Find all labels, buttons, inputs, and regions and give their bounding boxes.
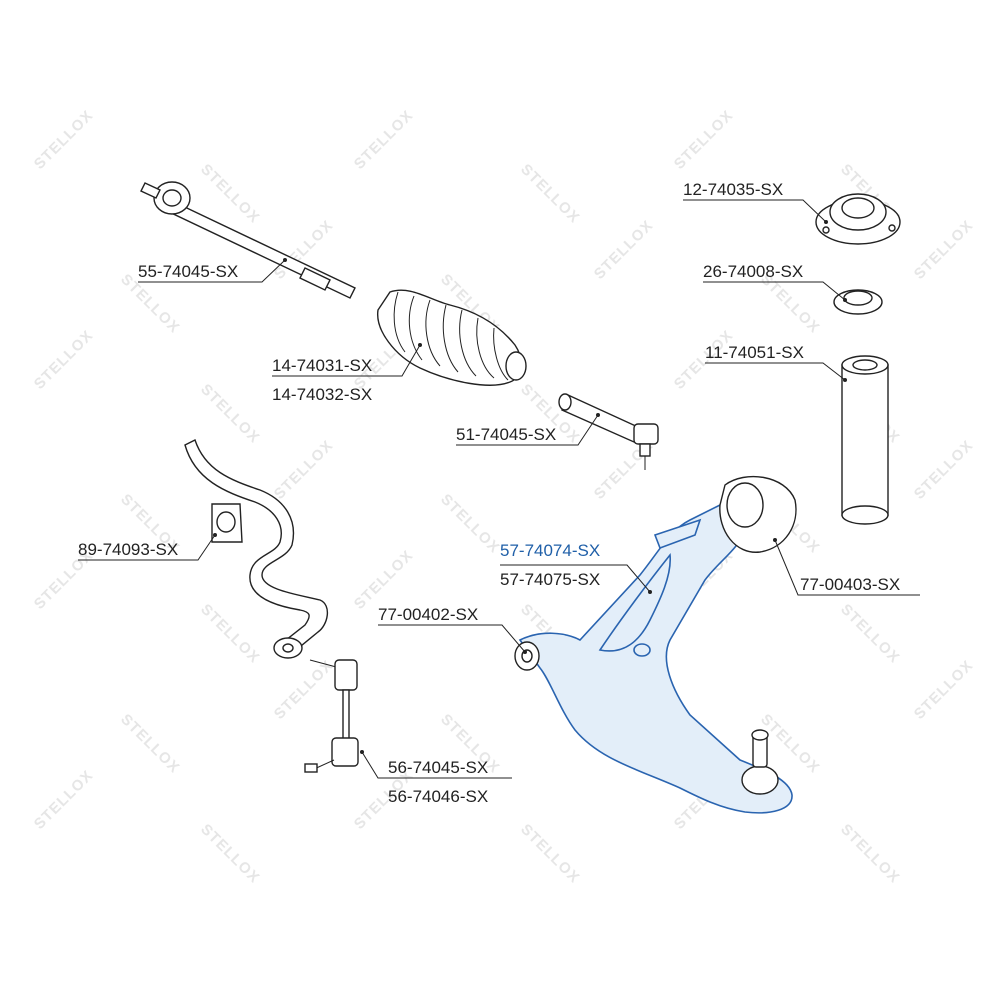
label-stab-bushing[interactable]: 89-74093-SX bbox=[78, 540, 178, 559]
watermark-text: STELLOX bbox=[31, 767, 97, 833]
label-arm-bushing-rear[interactable]: 77-00403-SX bbox=[800, 575, 900, 594]
bearing-drawing bbox=[833, 289, 883, 315]
watermark-text: STELLOX bbox=[117, 711, 183, 777]
watermark-text: STELLOX bbox=[591, 217, 657, 283]
stab-link-drawing bbox=[304, 659, 359, 773]
watermark-text: STELLOX bbox=[351, 107, 417, 173]
watermark-text: STELLOX bbox=[911, 217, 977, 283]
watermark-text: STELLOX bbox=[31, 327, 97, 393]
label-control-arm-b[interactable]: 57-74075-SX bbox=[500, 570, 600, 589]
label-boot-a[interactable]: 14-74031-SX bbox=[272, 356, 372, 375]
watermark-text: STELLOX bbox=[197, 821, 263, 887]
label-stab-link-a[interactable]: 56-74045-SX bbox=[388, 758, 488, 777]
tie-rod-end-drawing bbox=[558, 393, 659, 470]
label-boot-b[interactable]: 14-74032-SX bbox=[272, 385, 372, 404]
watermark-text: STELLOX bbox=[197, 161, 263, 227]
label-control-arm-a[interactable]: 57-74074-SX bbox=[500, 541, 600, 560]
watermark-text: STELLOX bbox=[31, 107, 97, 173]
watermark-text: STELLOX bbox=[271, 437, 337, 503]
control-arm-drawing bbox=[514, 475, 797, 814]
tie-rod-drawing bbox=[140, 181, 356, 299]
label-strut-mount[interactable]: 12-74035-SX bbox=[683, 180, 783, 199]
leader-lines bbox=[78, 199, 920, 779]
watermark-text: STELLOX bbox=[271, 657, 337, 723]
label-arm-bushing-front[interactable]: 77-00402-SX bbox=[378, 605, 478, 624]
watermark-text: STELLOX bbox=[837, 601, 903, 667]
part-labels: 55-74045-SX 14-74031-SX 14-74032-SX 51-7… bbox=[78, 180, 900, 806]
stabilizer-bar-drawing bbox=[184, 439, 328, 659]
watermark-text: STELLOX bbox=[437, 491, 503, 557]
label-dust-boot[interactable]: 11-74051-SX bbox=[705, 343, 804, 362]
dust-boot-drawing bbox=[841, 355, 889, 525]
label-bearing[interactable]: 26-74008-SX bbox=[703, 262, 803, 281]
watermark-text: STELLOX bbox=[911, 657, 977, 723]
strut-mount-drawing bbox=[815, 193, 901, 245]
watermark-text: STELLOX bbox=[911, 437, 977, 503]
watermark-text: STELLOX bbox=[197, 601, 263, 667]
rack-boot-drawing bbox=[377, 289, 527, 386]
watermark-text: STELLOX bbox=[671, 107, 737, 173]
label-stab-link-b[interactable]: 56-74046-SX bbox=[388, 787, 488, 806]
label-tie-rod-end[interactable]: 51-74045-SX bbox=[456, 425, 556, 444]
watermark-text: STELLOX bbox=[517, 821, 583, 887]
stab-bushing-drawing bbox=[211, 503, 243, 543]
label-tie-rod[interactable]: 55-74045-SX bbox=[138, 262, 238, 281]
watermark-text: STELLOX bbox=[837, 821, 903, 887]
watermark-text: STELLOX bbox=[351, 547, 417, 613]
watermark-text: STELLOX bbox=[517, 161, 583, 227]
watermark-text: STELLOX bbox=[197, 381, 263, 447]
